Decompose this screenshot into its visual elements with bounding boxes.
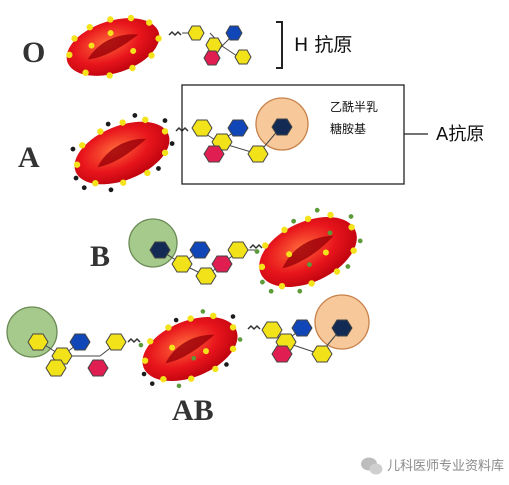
galnac-label-line1: 乙酰半乳 bbox=[330, 100, 378, 114]
chain-a bbox=[191, 118, 293, 163]
blue-hexagon bbox=[227, 119, 249, 137]
galactose-highlight-ab bbox=[6, 306, 58, 358]
yellow-hexagon bbox=[105, 333, 127, 351]
blue-hexagon bbox=[69, 333, 91, 351]
yellow-hexagon bbox=[227, 241, 249, 259]
blue-hexagon bbox=[291, 319, 313, 337]
linker-o bbox=[168, 30, 182, 37]
chain-ab-right bbox=[261, 319, 353, 363]
yellow-hexagon bbox=[171, 255, 193, 273]
red-cell-b bbox=[254, 207, 363, 294]
h-antigen-bracket bbox=[276, 21, 283, 69]
linker-ab-right bbox=[247, 324, 261, 331]
linker-ab-left bbox=[127, 337, 141, 344]
a-antigen-label: A抗原 bbox=[436, 124, 484, 145]
yellow-hexagon bbox=[195, 267, 217, 285]
linker-b bbox=[249, 243, 263, 250]
chain-b bbox=[149, 241, 258, 285]
pink-hexagon bbox=[203, 50, 221, 66]
h-antigen-label: H 抗原 bbox=[294, 34, 352, 56]
pink-hexagon bbox=[271, 345, 293, 363]
navy-hexagon bbox=[271, 118, 293, 136]
watermark: 儿科医师专业资料库 bbox=[361, 457, 504, 475]
yellow-hexagon bbox=[247, 145, 269, 163]
yellow-hexagon bbox=[261, 321, 283, 339]
yellow-hexagon bbox=[234, 49, 252, 65]
galactose-highlight-b bbox=[128, 218, 178, 268]
pink-hexagon bbox=[87, 359, 109, 377]
chain-ab-left bbox=[27, 333, 127, 377]
pink-hexagon bbox=[211, 255, 233, 273]
watermark-text: 儿科医师专业资料库 bbox=[387, 458, 504, 474]
label-blood-type-ab: AB bbox=[172, 394, 214, 427]
navy-hexagon bbox=[149, 241, 171, 259]
yellow-hexagon bbox=[45, 359, 67, 377]
wechat-icon bbox=[361, 457, 383, 475]
yellow-hexagon bbox=[27, 333, 49, 351]
red-cell-o bbox=[66, 14, 162, 79]
galnac-label-line2: 糖胺基 bbox=[330, 121, 366, 136]
yellow-hexagon bbox=[191, 119, 213, 137]
navy-hexagon bbox=[331, 319, 353, 337]
yellow-hexagon bbox=[205, 37, 223, 53]
label-blood-type-o: O bbox=[22, 36, 45, 69]
blue-hexagon bbox=[189, 241, 211, 259]
yellow-hexagon bbox=[187, 25, 205, 41]
yellow-hexagon bbox=[311, 345, 333, 363]
label-blood-type-b: B bbox=[90, 240, 110, 273]
label-blood-type-a: A bbox=[18, 141, 40, 174]
red-cell-a bbox=[70, 113, 175, 193]
pink-hexagon bbox=[203, 145, 225, 163]
blue-hexagon bbox=[225, 25, 243, 41]
red-cell-ab bbox=[138, 309, 243, 389]
chain-o bbox=[182, 25, 252, 66]
